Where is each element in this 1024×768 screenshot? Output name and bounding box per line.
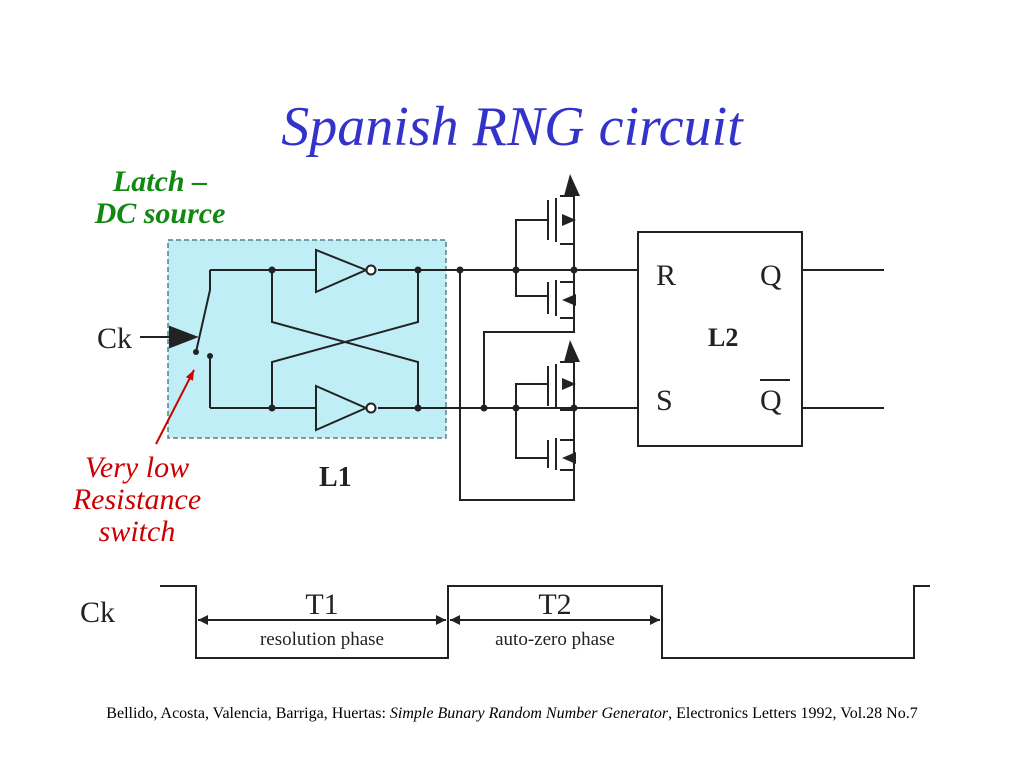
- inverter-bottom-bubble: [365, 402, 377, 414]
- cross-coupling-b: [271, 270, 419, 408]
- switch-blade: [195, 289, 211, 353]
- phase-t1-label: resolution phase: [260, 629, 384, 650]
- citation-authors: Bellido, Acosta, Valencia, Barriga, Huer…: [106, 705, 390, 722]
- transistor-bottom-arrow-a: [562, 378, 576, 390]
- latch-l1: [140, 248, 484, 432]
- phase-t1-name: T1: [305, 588, 338, 621]
- clock-input-label: Ck: [97, 322, 132, 355]
- flipflop-input-r: R: [656, 259, 676, 292]
- timing-waveform: [160, 585, 930, 659]
- latch-annotation: Latch – DC source: [60, 166, 260, 230]
- citation-venue: , Electronics Letters 1992, Vol.28 No.7: [668, 705, 918, 722]
- transistor-stack-bottom: [515, 361, 575, 471]
- flipflop-output-qbar: Q: [760, 384, 782, 417]
- phase-t2-name: T2: [538, 588, 571, 621]
- latch-highlight-box: [167, 239, 447, 439]
- inverter-top-bubble: [365, 264, 377, 276]
- transistor-bottom-arrow-up: [564, 340, 580, 362]
- flipflop-name-label: L2: [708, 323, 738, 352]
- transistor-top-junction-b: [570, 266, 578, 274]
- transistor-bottom-junction-a: [512, 404, 520, 412]
- latch-name-label: L1: [319, 462, 352, 493]
- transistor-top-arrow-up: [564, 174, 580, 196]
- transistor-top-arrow-b: [562, 294, 576, 306]
- transistor-bottom-junction-b: [570, 404, 578, 412]
- clock-input-arrow: [169, 325, 199, 349]
- page-title: Spanish RNG circuit: [281, 96, 743, 158]
- switch-annotation-line3: switch: [98, 515, 176, 548]
- flipflop-l2-box: [637, 231, 803, 447]
- inverter-top: [315, 248, 369, 294]
- transistor-top-junction-a: [512, 266, 520, 274]
- latch-annotation-line1: Latch –: [112, 165, 208, 198]
- switch-annotation-line2: Resistance: [72, 483, 202, 516]
- phase-t2-label: auto-zero phase: [495, 629, 615, 650]
- feedback-wire-top: [459, 270, 575, 501]
- feedback-wire-bottom: [483, 318, 575, 408]
- switch-pointer-arrow: [155, 369, 195, 445]
- switch-annotation: Very low Resistance switch: [40, 452, 234, 548]
- feedback-wires: [459, 269, 638, 501]
- transistor-top-arrow-a: [562, 214, 576, 226]
- circuit-labels: Ck L1 L2 R S Q Q: [97, 259, 782, 493]
- citation-title: Simple Bunary Random Number Generator: [389, 705, 669, 722]
- transistor-bottom-arrow-b: [562, 452, 576, 464]
- timing-labels: Ck T1 resolution phase T2 auto-zero phas…: [80, 588, 615, 650]
- flipflop-output-q: Q: [760, 259, 782, 292]
- citation: Bellido, Acosta, Valencia, Barriga, Huer…: [0, 703, 1024, 725]
- flipflop-input-s: S: [656, 384, 673, 417]
- timing-signal-label: Ck: [80, 596, 115, 629]
- inverter-bottom: [315, 384, 369, 432]
- latch-annotation-line2: DC source: [94, 197, 226, 230]
- switch-annotation-line1: Very low: [84, 451, 190, 484]
